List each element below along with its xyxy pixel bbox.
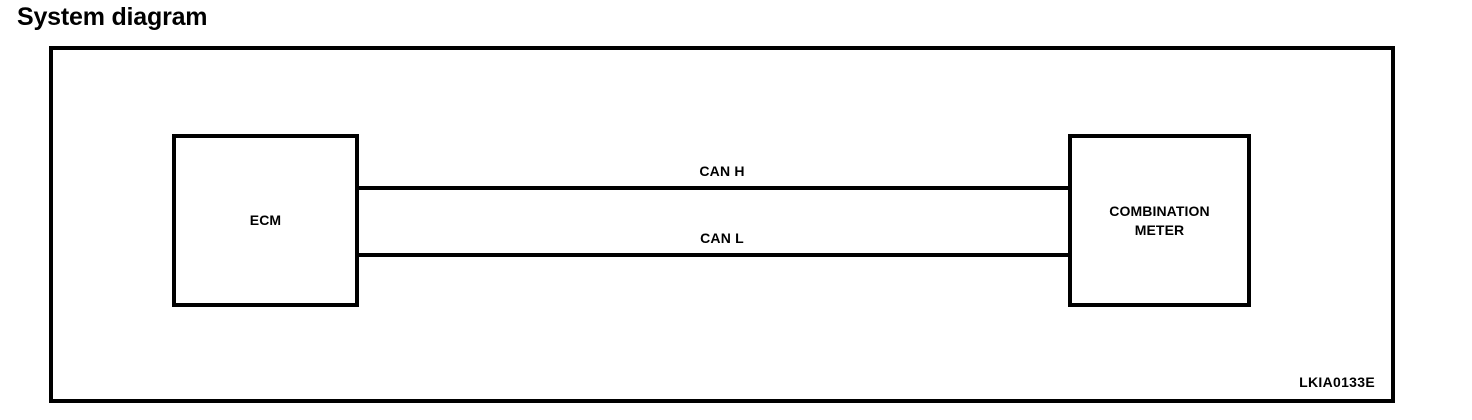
diagram-frame: ECM COMBINATION METER CAN H CAN L LKIA01… [49,46,1395,403]
connection-label-can-l: CAN L [700,230,744,246]
connection-label-can-h: CAN H [699,163,745,179]
diagram-node-combination-meter: COMBINATION METER [1068,134,1251,307]
page-title: System diagram [17,3,208,31]
figure-code: LKIA0133E [1299,374,1375,390]
connection-line-can-l [359,253,1068,257]
diagram-node-combination-meter-label: COMBINATION METER [1109,202,1210,238]
diagram-node-ecm: ECM [172,134,359,307]
diagram-node-ecm-label: ECM [249,212,282,228]
connection-line-can-h [359,186,1068,190]
